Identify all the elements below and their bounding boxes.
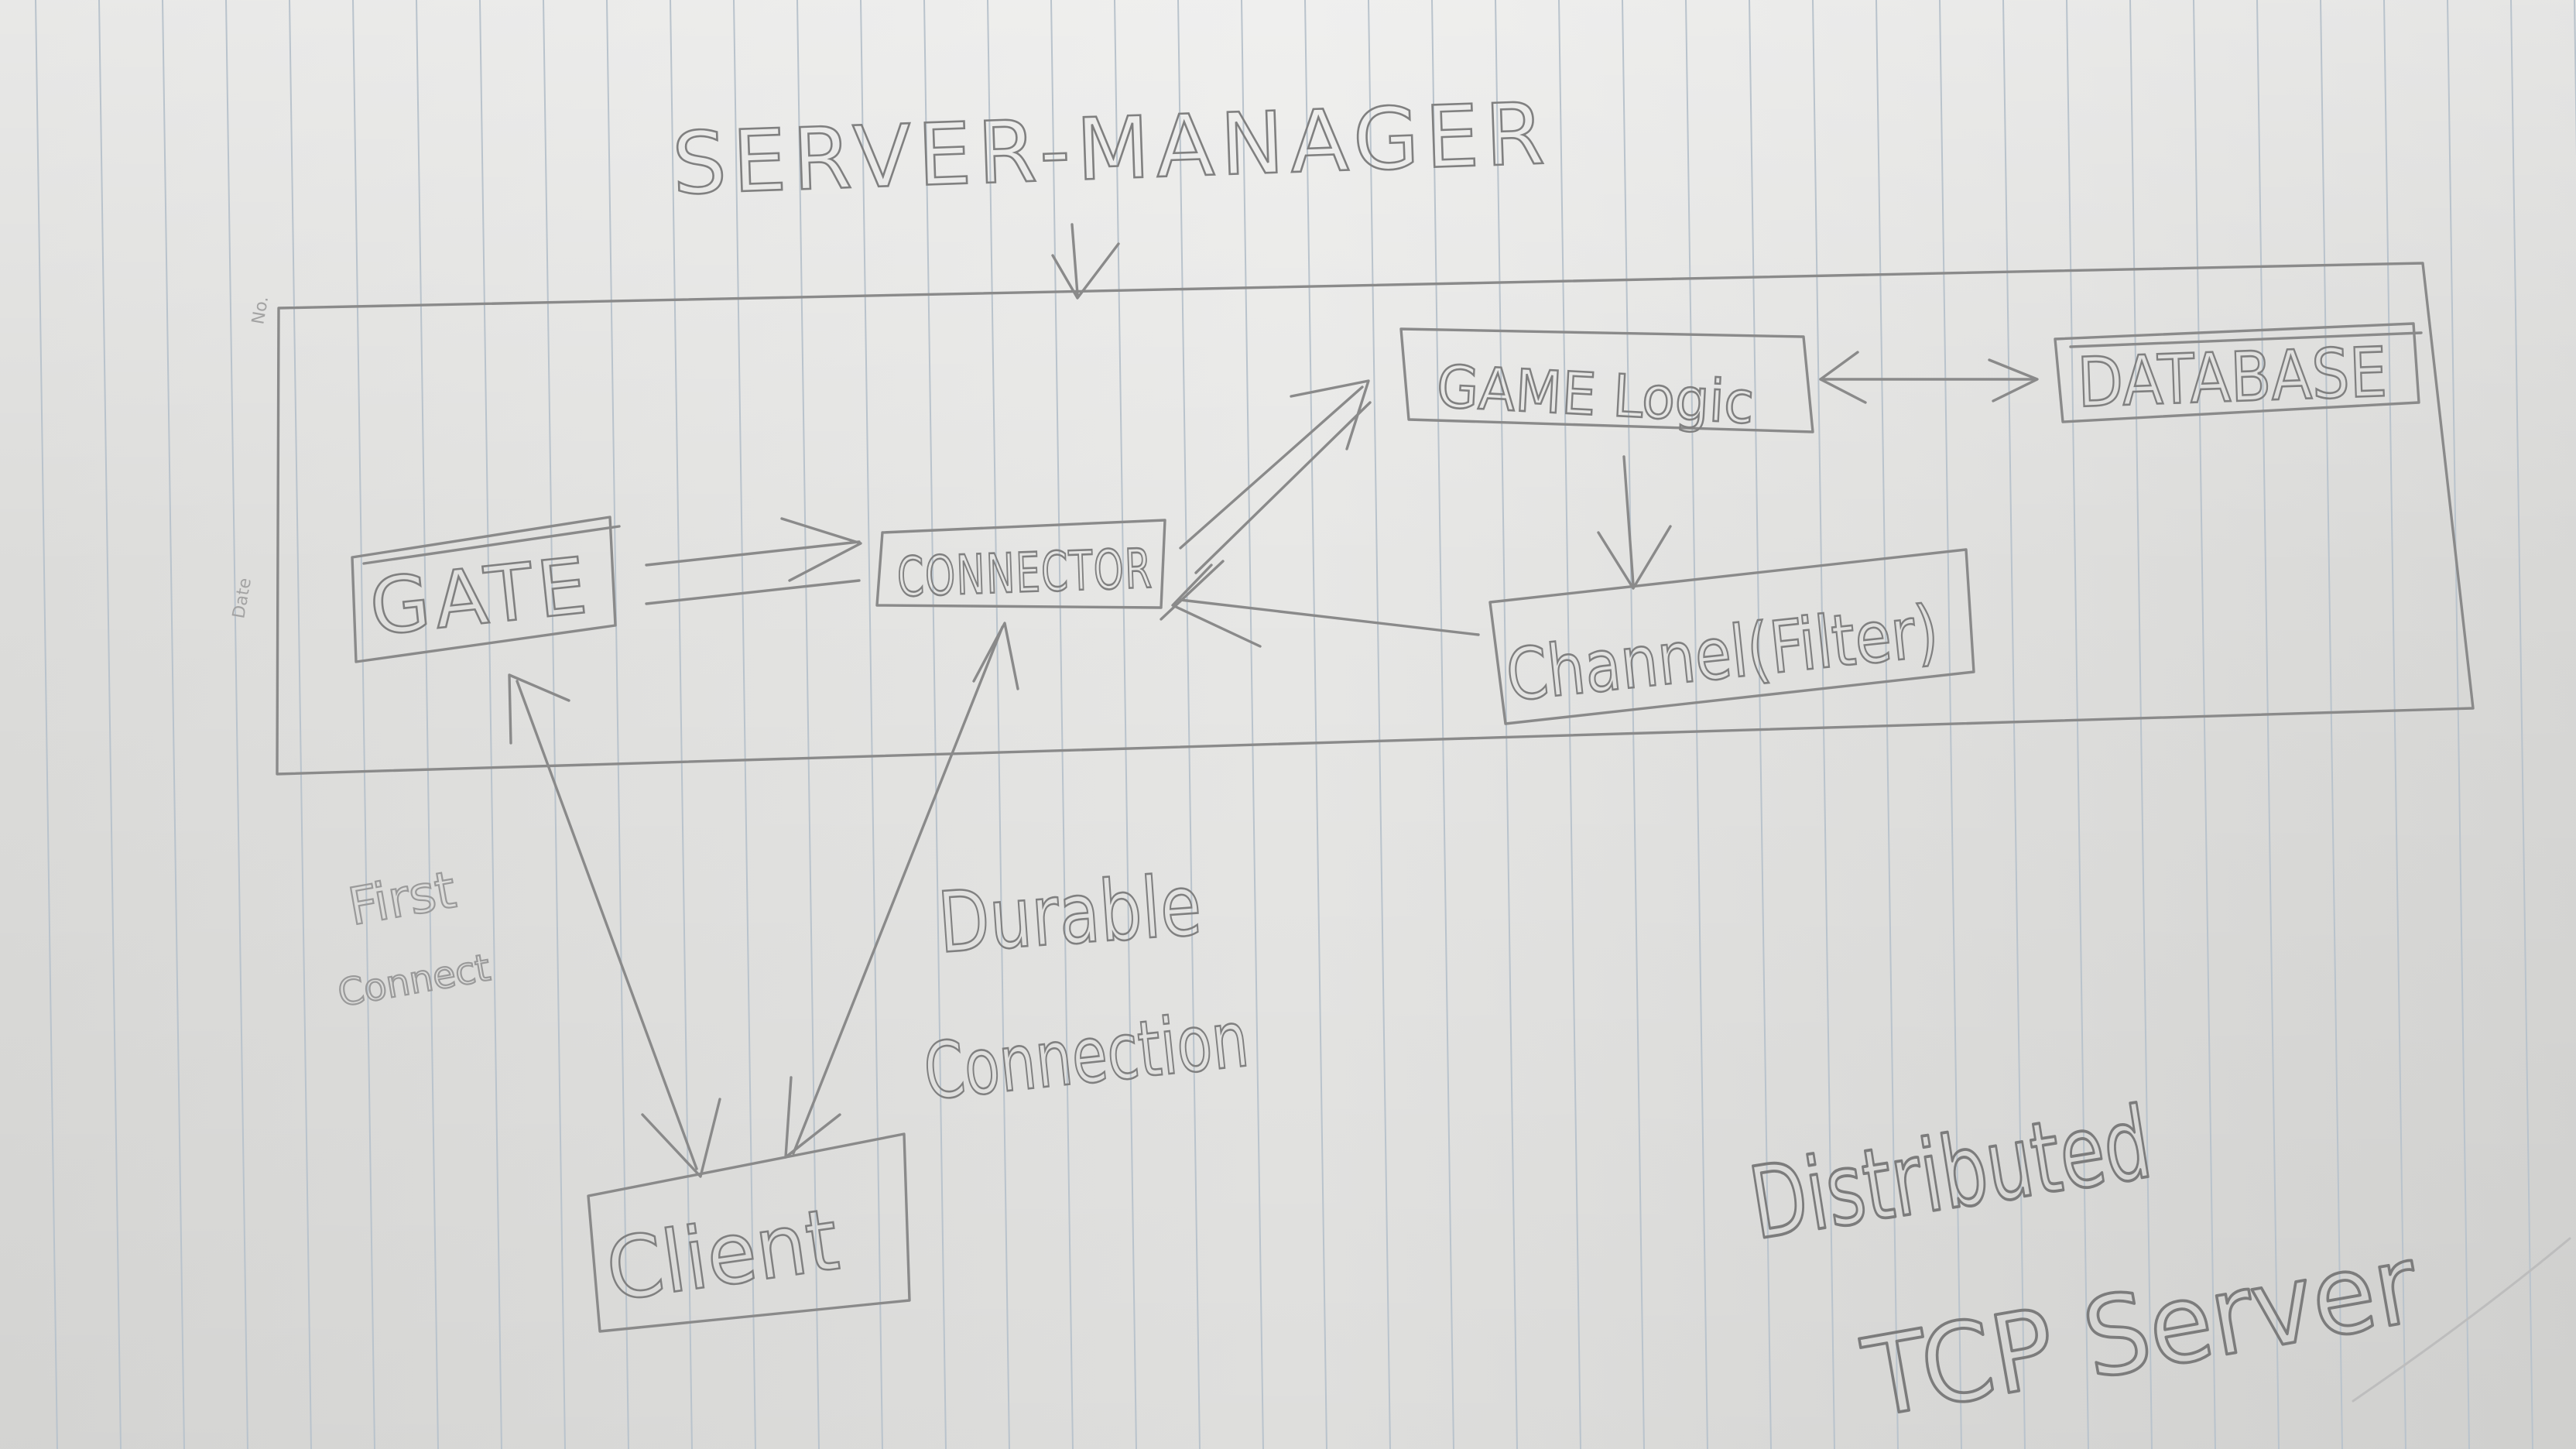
client-node: Client <box>587 1132 911 1333</box>
ruled-line <box>98 0 122 1449</box>
title-arrow <box>1051 223 1120 300</box>
ruled-line <box>1558 0 1581 1449</box>
ruled-line <box>2320 0 2343 1449</box>
ruled-line <box>1177 0 1201 1449</box>
game-logic-label: GAME Logic <box>1435 352 1756 437</box>
ruled-line <box>1431 0 1454 1449</box>
ruled-line <box>606 0 629 1449</box>
first-connect-label-line1: First <box>344 860 460 937</box>
ruled-line <box>289 0 312 1449</box>
ruled-line <box>2002 0 2026 1449</box>
durable-connection-label-line1: Durable <box>935 858 1204 972</box>
ruled-line <box>2383 0 2406 1449</box>
ruled-line <box>2193 0 2216 1449</box>
ruled-line <box>1304 0 1327 1449</box>
client-label: Client <box>601 1190 844 1321</box>
gate-node: GATE <box>351 516 621 663</box>
database-node: DATABASE <box>2054 322 2423 423</box>
ruled-line <box>1622 0 1645 1449</box>
first-connect-label-line2: Connect <box>334 946 493 1016</box>
channel-filter-node: Channel(Filter) <box>1488 548 1975 725</box>
diagram-title: SERVER-MANAGER <box>670 84 1552 214</box>
ruled-line <box>987 0 1010 1449</box>
connector-node: CONNECTOR <box>875 519 1166 610</box>
ruled-line <box>416 0 439 1449</box>
ruled-line <box>1685 0 1708 1449</box>
ruled-line <box>2066 0 2089 1449</box>
edge-gate-client <box>508 673 721 1178</box>
durable-connection-label-line2: Connection <box>920 994 1252 1118</box>
page-curl-line <box>2352 1237 2571 1403</box>
connector-label: CONNECTOR <box>896 537 1154 609</box>
ruled-line <box>2129 0 2153 1449</box>
ruled-line <box>479 0 502 1449</box>
ruled-line <box>543 0 566 1449</box>
game-logic-node: GAME Logic <box>1399 327 1814 438</box>
edge-game-logic-to-channel <box>1597 455 1672 590</box>
server-manager-container <box>276 262 2475 776</box>
edge-channel-to-connector <box>1160 560 1480 648</box>
ruled-line <box>1114 0 1137 1449</box>
ruled-line <box>2510 0 2533 1449</box>
ruled-line <box>352 0 375 1449</box>
margin-no-label: No. <box>248 295 272 326</box>
ruled-line <box>796 0 820 1449</box>
ruled-line <box>2447 0 2470 1449</box>
ruled-line <box>670 0 693 1449</box>
edge-connector-client <box>784 622 1019 1159</box>
ruled-line <box>1749 0 1772 1449</box>
edge-connector-to-game-logic <box>1179 379 1372 574</box>
edge-game-logic-database <box>1819 351 2039 404</box>
ruled-line <box>860 0 883 1449</box>
caption-line1: Distributed <box>1743 1085 2159 1262</box>
ruled-line <box>225 0 248 1449</box>
ruled-line <box>35 0 58 1449</box>
ruled-line <box>2256 0 2280 1449</box>
ruled-line <box>1050 0 1074 1449</box>
edge-gate-to-connector <box>645 517 862 605</box>
ruled-line <box>1368 0 1391 1449</box>
margin-date-label: Date <box>229 577 255 620</box>
ruled-line <box>733 0 756 1449</box>
ruled-line <box>1812 0 1835 1449</box>
database-label: DATABASE <box>2076 332 2388 423</box>
ruled-line <box>923 0 947 1449</box>
ruled-line <box>1241 0 1264 1449</box>
ruled-line <box>162 0 185 1449</box>
